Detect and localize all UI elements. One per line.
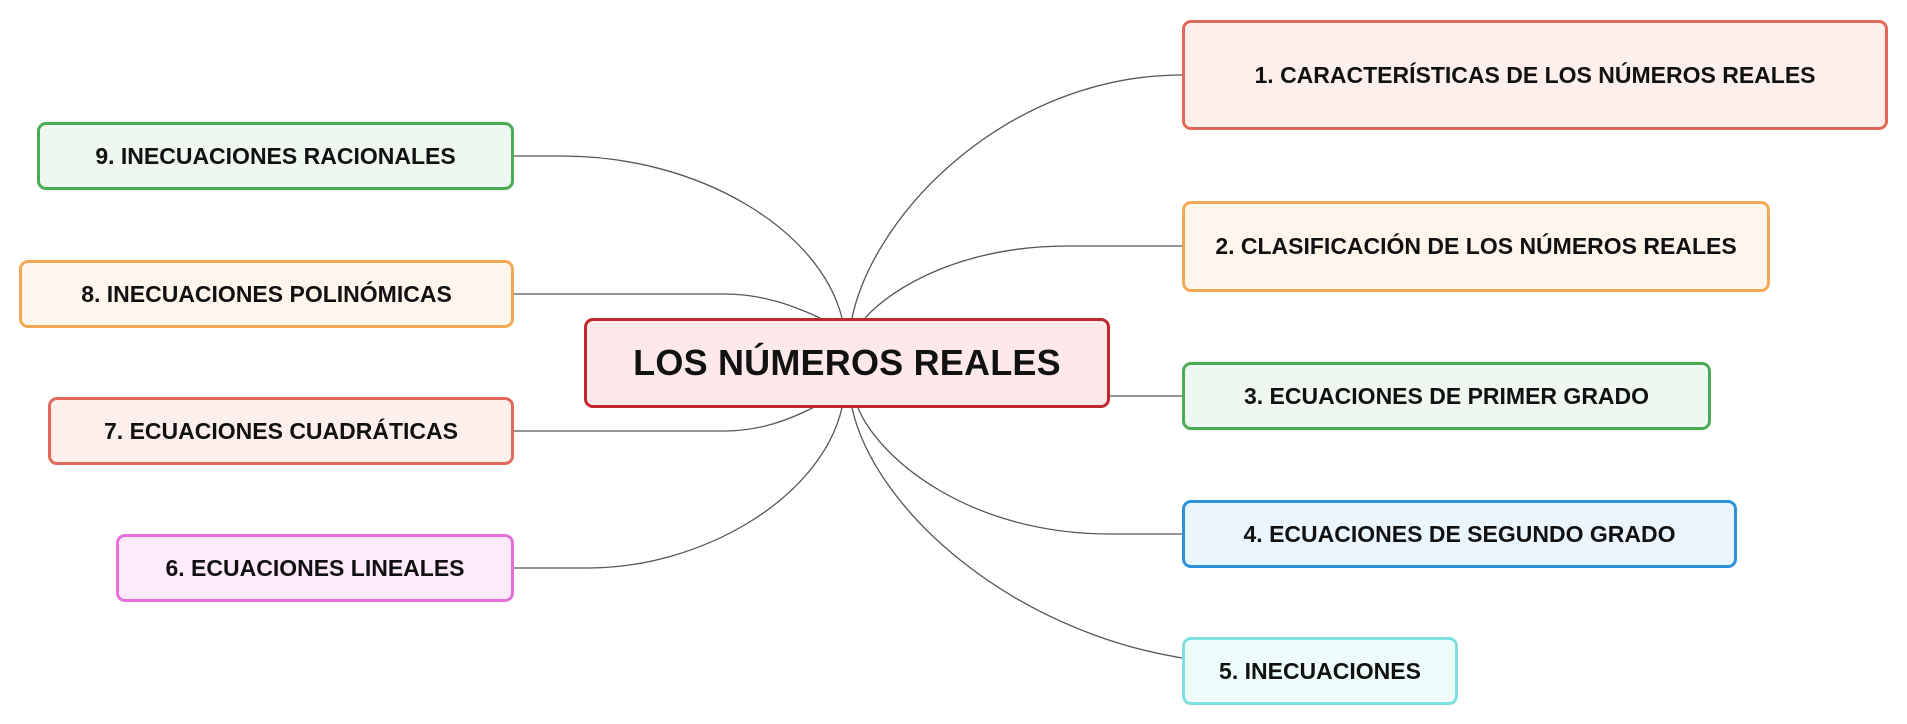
branch-node-ecuaciones-cuadraticas[interactable]: 7. ECUACIONES CUADRÁTICAS <box>48 397 514 465</box>
connector-n1 <box>851 74 1183 319</box>
connector-n6 <box>514 407 843 569</box>
connector-n2 <box>864 245 1182 319</box>
branch-node-ecuaciones-primer-grado[interactable]: 3. ECUACIONES DE PRIMER GRADO <box>1182 362 1711 430</box>
branch-label: 6. ECUACIONES LINEALES <box>165 554 465 581</box>
branch-label: 7. ECUACIONES CUADRÁTICAS <box>104 417 458 444</box>
connector-n5 <box>851 407 1183 659</box>
central-topic-label: LOS NÚMEROS REALES <box>633 342 1061 383</box>
connector-n9 <box>514 155 843 319</box>
connector-n4 <box>857 407 1182 535</box>
branch-label: 5. INECUACIONES <box>1219 657 1421 684</box>
connector-n7 <box>514 403 821 432</box>
connector-n8 <box>514 293 821 319</box>
branch-node-inecuaciones[interactable]: 5. INECUACIONES <box>1182 637 1458 705</box>
branch-node-inecuaciones-racionales[interactable]: 9. INECUACIONES RACIONALES <box>37 122 514 190</box>
branch-label: 1. CARACTERÍSTICAS DE LOS NÚMEROS REALES <box>1254 61 1816 88</box>
branch-node-ecuaciones-segundo-grado[interactable]: 4. ECUACIONES DE SEGUNDO GRADO <box>1182 500 1737 568</box>
branch-label: 8. INECUACIONES POLINÓMICAS <box>81 280 452 307</box>
branch-label: 2. CLASIFICACIÓN DE LOS NÚMEROS REALES <box>1215 233 1737 259</box>
branch-label: 9. INECUACIONES RACIONALES <box>95 142 456 169</box>
branch-node-inecuaciones-polinomicas[interactable]: 8. INECUACIONES POLINÓMICAS <box>19 260 514 328</box>
branch-node-ecuaciones-lineales[interactable]: 6. ECUACIONES LINEALES <box>116 534 514 602</box>
branch-node-caracteristicas[interactable]: 1. CARACTERÍSTICAS DE LOS NÚMEROS REALES <box>1182 20 1888 130</box>
central-topic-node[interactable]: LOS NÚMEROS REALES <box>584 318 1110 408</box>
branch-label: 4. ECUACIONES DE SEGUNDO GRADO <box>1243 520 1676 547</box>
branch-node-clasificacion[interactable]: 2. CLASIFICACIÓN DE LOS NÚMEROS REALES <box>1182 201 1770 292</box>
branch-label: 3. ECUACIONES DE PRIMER GRADO <box>1243 382 1650 409</box>
